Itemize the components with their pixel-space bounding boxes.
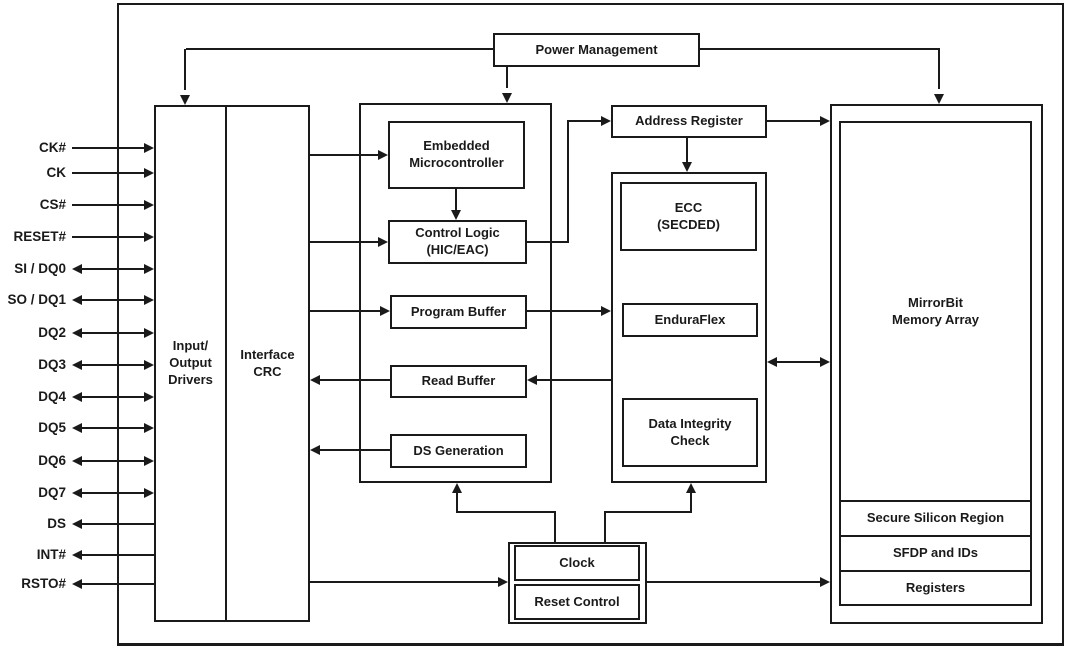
registers-label: Registers xyxy=(905,580,966,596)
pin-label: DQ2 xyxy=(38,325,66,340)
sfdp-and-ids-block: SFDP and IDs xyxy=(841,535,1030,570)
arrow-left-icon xyxy=(72,423,82,433)
arrow-right-icon xyxy=(144,360,154,370)
memory-container xyxy=(830,104,1043,624)
pin-int-n: INT# xyxy=(0,546,170,564)
pin-label: DS xyxy=(47,516,66,531)
data-integrity-check-block: Data Integrity Check xyxy=(622,398,758,467)
pin-label: SI / DQ0 xyxy=(14,261,66,276)
secure-silicon-region-block: Secure Silicon Region xyxy=(841,500,1030,535)
io-interface-block: Input/ Output Drivers Interface CRC xyxy=(154,105,310,622)
pin-dq4: DQ4 xyxy=(0,388,170,406)
arrow-left-icon xyxy=(72,488,82,498)
ds-generation-label: DS Generation xyxy=(413,442,504,458)
arrow-left-icon xyxy=(72,295,82,305)
arrow-left-icon xyxy=(72,456,82,466)
reset-control-label: Reset Control xyxy=(534,593,620,609)
pin-label: DQ6 xyxy=(38,453,66,468)
data-integrity-check-label: Data Integrity Check xyxy=(648,415,732,448)
input-output-drivers-block: Input/ Output Drivers xyxy=(156,107,227,620)
arrow-right-icon xyxy=(144,295,154,305)
arrow-right-icon xyxy=(144,423,154,433)
pin-ds: DS xyxy=(0,515,170,533)
arrow-right-icon xyxy=(144,488,154,498)
arrow-right-icon xyxy=(144,456,154,466)
clock-block: Clock xyxy=(514,545,640,581)
ecc-secded-block: ECC (SECDED) xyxy=(620,182,757,251)
arrow-left-icon xyxy=(72,579,82,589)
clock-reset-container xyxy=(508,542,647,624)
pin-label: RSTO# xyxy=(21,576,66,591)
arrow-right-icon xyxy=(144,200,154,210)
pin-label: RESET# xyxy=(13,229,66,244)
read-buffer-block: Read Buffer xyxy=(390,365,527,398)
arrow-right-icon xyxy=(144,264,154,274)
pin-label: CS# xyxy=(39,197,66,212)
arrow-left-icon xyxy=(72,264,82,274)
pin-label: INT# xyxy=(36,547,66,562)
arrow-right-icon xyxy=(144,232,154,242)
address-register-block: Address Register xyxy=(611,105,767,138)
pin-dq2: DQ2 xyxy=(0,324,170,342)
pin-ck: CK xyxy=(0,164,170,182)
arrow-left-icon xyxy=(72,392,82,402)
arrow-right-icon xyxy=(144,168,154,178)
sfdp-and-ids-label: SFDP and IDs xyxy=(892,545,978,561)
pin-dq6: DQ6 xyxy=(0,452,170,470)
secure-silicon-region-label: Secure Silicon Region xyxy=(866,510,1005,526)
pin-cs-n: CS# xyxy=(0,196,170,214)
embedded-microcontroller-block: Embedded Microcontroller xyxy=(388,121,525,189)
program-buffer-label: Program Buffer xyxy=(410,303,507,319)
arrow-left-icon xyxy=(72,360,82,370)
interface-crc-block: Interface CRC xyxy=(227,107,308,620)
pin-reset-n: RESET# xyxy=(0,228,170,246)
pin-label: DQ5 xyxy=(38,420,66,435)
control-logic-label: Control Logic (HIC/EAC) xyxy=(415,225,500,257)
enduraflex-block: EnduraFlex xyxy=(622,303,758,337)
power-management-label: Power Management xyxy=(535,41,658,57)
program-buffer-block: Program Buffer xyxy=(390,295,527,329)
reset-control-block: Reset Control xyxy=(514,584,640,620)
arrow-left-icon xyxy=(72,328,82,338)
control-column-container xyxy=(359,103,552,483)
pin-dq7: DQ7 xyxy=(0,484,170,502)
interface-crc-label: Interface CRC xyxy=(240,346,295,379)
clock-label: Clock xyxy=(559,554,595,570)
pin-label: DQ3 xyxy=(38,357,66,372)
ecc-column-container xyxy=(611,172,767,483)
control-logic-block: Control Logic (HIC/EAC) xyxy=(388,220,527,264)
pin-dq5: DQ5 xyxy=(0,419,170,437)
pin-label: CK# xyxy=(38,140,66,155)
read-buffer-label: Read Buffer xyxy=(421,373,496,389)
arrow-right-icon xyxy=(144,143,154,153)
address-register-label: Address Register xyxy=(635,113,743,129)
pin-so-dq1: SO / DQ1 xyxy=(0,291,170,309)
pin-label: DQ7 xyxy=(38,485,66,500)
arrow-left-icon xyxy=(72,519,82,529)
pin-label: DQ4 xyxy=(38,389,66,404)
arrow-right-icon xyxy=(144,328,154,338)
pin-label: CK xyxy=(46,165,67,180)
registers-block: Registers xyxy=(841,570,1030,605)
chip-boundary xyxy=(117,3,1064,646)
ds-generation-block: DS Generation xyxy=(390,434,527,468)
pin-ck-n: CK# xyxy=(0,139,170,157)
power-management-block: Power Management xyxy=(493,33,700,67)
arrow-right-icon xyxy=(144,392,154,402)
arrow-left-icon xyxy=(72,550,82,560)
input-output-drivers-label: Input/ Output Drivers xyxy=(168,338,213,387)
embedded-microcontroller-label: Embedded Microcontroller xyxy=(409,138,504,170)
pin-label: SO / DQ1 xyxy=(7,292,66,307)
enduraflex-label: EnduraFlex xyxy=(654,311,726,327)
mirrorbit-memory-array-block: MirrorBit Memory Array xyxy=(841,123,1030,500)
pin-rsto-n: RSTO# xyxy=(0,575,170,593)
pin-dq3: DQ3 xyxy=(0,356,170,374)
mirrorbit-memory-array-label: MirrorBit Memory Array xyxy=(892,294,979,327)
pin-si-dq0: SI / DQ0 xyxy=(0,260,170,278)
ecc-secded-label: ECC (SECDED) xyxy=(657,199,720,232)
memory-inner-block: MirrorBit Memory Array Secure Silicon Re… xyxy=(839,121,1032,606)
